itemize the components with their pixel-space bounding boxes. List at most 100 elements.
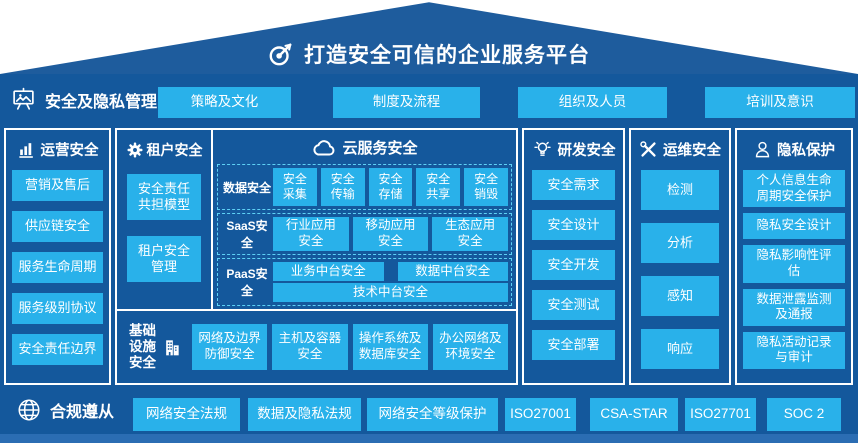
compliance-item: 数据及隐私法规	[248, 398, 361, 431]
compliance-item: SOC 2	[767, 398, 841, 431]
operations-header: 运营安全	[8, 139, 107, 160]
compliance-label-group: 合规遵从	[16, 397, 114, 423]
operations-label: 运营安全	[40, 143, 99, 159]
compliance-item: 网络安全等级保护	[367, 398, 498, 431]
platform-title: 打造安全可信的企业服务平台	[304, 44, 590, 67]
privacy-item: 隐私活动记录 与审计	[743, 331, 845, 369]
operations-item: 供应链安全	[12, 211, 103, 242]
om-item: 响应	[641, 329, 719, 369]
rnd-item: 安全开发	[532, 250, 615, 280]
infrastructure-item: 操作系统及 数据库安全	[352, 324, 428, 370]
om-items: 检测 分析 感知 响应	[631, 170, 729, 369]
compliance-item: ISO27701	[685, 398, 756, 431]
footer-strip	[0, 434, 858, 443]
tenant-item: 安全责任 共担模型	[127, 174, 201, 220]
om-security-column: 运维安全 检测 分析 感知 响应	[629, 128, 731, 385]
operations-item: 营销及售后	[12, 170, 103, 201]
privacy-protection-column: 隐私保护 个人信息生命 周期安全保护 隐私安全设计 隐私影响性评 估 数据泄露监…	[735, 128, 853, 385]
data-security-item: 安全 传输	[320, 168, 365, 206]
compliance-item: ISO27001	[505, 398, 576, 431]
operations-security-column: 运营安全 营销及售后 供应链安全 服务生命周期 服务级别协议 安全责任边界	[4, 128, 111, 385]
compliance-item: CSA-STAR	[590, 398, 678, 431]
operations-item: 安全责任边界	[12, 334, 103, 365]
data-security-row: 数据安全 安全 采集 安全 传输 安全 存储 安全 共享 安全 销毁	[217, 164, 512, 210]
paas-security-row: PaaS安全 业务中台安全 数据中台安全 技术中台安全	[217, 258, 512, 306]
rnd-security-column: 研发安全 安全需求 安全设计 安全开发 安全测试 安全部署	[522, 128, 625, 385]
data-security-label: 数据安全	[222, 180, 271, 195]
infrastructure-items: 网络及边界 防御安全 主机及容器 安全 操作系统及 数据库安全 办公网络及 环境…	[192, 324, 508, 370]
om-item: 分析	[641, 223, 719, 263]
saas-security-label: SaaS安全	[226, 219, 268, 250]
privacy-item: 个人信息生命 周期安全保护	[743, 170, 845, 208]
paas-item: 数据中台安全	[397, 262, 508, 281]
person-icon	[755, 141, 770, 158]
tenant-items: 安全责任 共担模型 租户安全 管理	[117, 174, 211, 282]
lightbulb-icon	[533, 141, 551, 156]
privacy-items: 个人信息生命 周期安全保护 隐私安全设计 隐私影响性评 估 数据泄露监测 及通报…	[737, 170, 851, 369]
tenant-security-column: 租户安全 安全责任 共担模型 租户安全 管理	[117, 130, 213, 309]
platform-title-row: 打造安全可信的企业服务平台	[0, 39, 858, 69]
rnd-item: 安全部署	[532, 330, 615, 360]
operations-item: 服务生命周期	[12, 252, 103, 283]
privacy-label: 隐私保护	[777, 143, 835, 159]
privacy-item: 数据泄露监测 及通报	[743, 288, 845, 326]
management-label: 安全及隐私管理	[45, 93, 158, 111]
data-security-item: 安全 存储	[368, 168, 413, 206]
infrastructure-security-row: 基础 设施 安全 网络及边界 防御安全 主机及容器 安全 操作系统及 数据库安全	[117, 311, 516, 383]
tenant-label: 租户安全	[146, 142, 203, 158]
om-header: 运维安全	[633, 139, 727, 160]
diagram-body: 安全及隐私管理 策略及文化 制度及流程 组织及人员 培训及意识 运营安全 营销及…	[0, 74, 858, 434]
data-security-item: 安全 销毁	[464, 168, 508, 206]
cloud-label: 云服务安全	[342, 140, 418, 157]
rnd-items: 安全需求 安全设计 安全开发 安全测试 安全部署	[524, 170, 623, 360]
management-band: 安全及隐私管理 策略及文化 制度及流程 组织及人员 培训及意识	[0, 74, 858, 128]
center-security-box: 租户安全 安全责任 共担模型 租户安全 管理 云服务安全 数据安全	[115, 128, 518, 385]
privacy-item: 隐私安全设计	[743, 213, 845, 240]
tools-icon	[640, 141, 656, 157]
rnd-label: 研发安全	[557, 143, 616, 159]
infrastructure-item: 办公网络及 环境安全	[432, 324, 508, 370]
tenant-header: 租户安全	[119, 140, 209, 160]
om-item: 检测	[641, 170, 719, 210]
privacy-header: 隐私保护	[739, 139, 849, 160]
compliance-item: 网络安全法规	[133, 398, 240, 431]
saas-security-row: SaaS安全 行业应用 安全 移动应用 安全 生态应用 安全	[217, 213, 512, 255]
paas-item: 业务中台安全	[273, 262, 384, 281]
infrastructure-label: 基础 设施 安全	[129, 322, 156, 371]
rnd-item: 安全测试	[532, 290, 615, 320]
building-icon	[166, 340, 179, 356]
infrastructure-item: 主机及容器 安全	[272, 324, 348, 370]
operations-items: 营销及售后 供应链安全 服务生命周期 服务级别协议 安全责任边界	[6, 170, 109, 365]
compliance-band: 合规遵从 网络安全法规 数据及隐私法规 网络安全等级保护 ISO27001 CS…	[0, 388, 858, 434]
saas-item: 生态应用 安全	[432, 217, 509, 251]
management-item: 培训及意识	[705, 87, 855, 118]
globe-icon	[18, 399, 40, 421]
tenant-item: 租户安全 管理	[127, 236, 201, 282]
management-item: 制度及流程	[333, 87, 480, 118]
data-security-item: 安全 采集	[273, 168, 317, 206]
management-label-group: 安全及隐私管理	[10, 87, 157, 112]
divider	[117, 309, 516, 311]
rnd-item: 安全需求	[532, 170, 615, 200]
target-icon	[269, 43, 292, 66]
management-item: 策略及文化	[158, 87, 291, 118]
data-security-item: 安全 共享	[416, 168, 461, 206]
om-label: 运维安全	[663, 143, 721, 159]
privacy-item: 隐私影响性评 估	[743, 245, 845, 283]
saas-item: 移动应用 安全	[352, 217, 429, 251]
om-item: 感知	[641, 276, 719, 316]
roof: 打造安全可信的企业服务平台	[0, 2, 858, 74]
gear-icon	[127, 142, 142, 158]
cloud-service-security-section: 云服务安全 数据安全 安全 采集 安全 传输 安全 存储 安全 共享 安全 销毁…	[213, 130, 516, 309]
saas-item: 行业应用 安全	[273, 217, 349, 251]
paas-item: 技术中台安全	[273, 283, 508, 302]
bar-chart-icon	[18, 143, 33, 158]
cloud-icon	[313, 139, 335, 155]
management-item: 组织及人员	[518, 87, 667, 118]
operations-item: 服务级别协议	[12, 293, 103, 324]
compliance-label: 合规遵从	[50, 404, 115, 421]
cloud-header: 云服务安全	[217, 137, 512, 158]
infrastructure-item: 网络及边界 防御安全	[192, 324, 268, 370]
paas-security-label: PaaS安全	[226, 267, 268, 298]
